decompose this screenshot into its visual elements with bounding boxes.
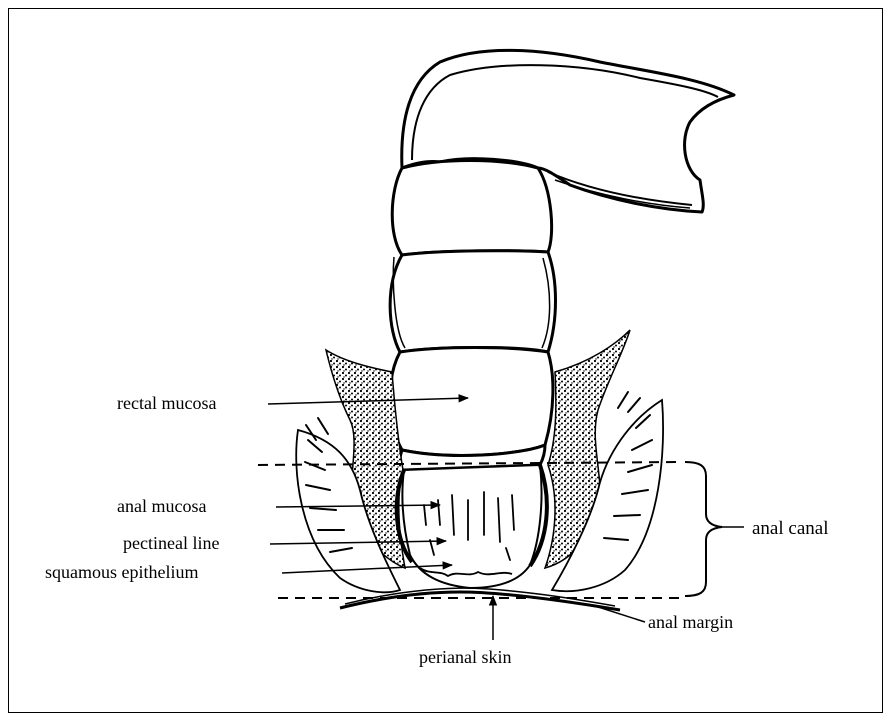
label-rectal-mucosa: rectal mucosa (117, 393, 216, 413)
label-pectineal-line: pectineal line (123, 533, 219, 553)
anal-canal-lining (397, 465, 547, 588)
label-anal-margin: anal margin (648, 612, 733, 632)
label-anal-mucosa: anal mucosa (117, 496, 206, 516)
anal-canal-brace (685, 462, 722, 596)
label-anal-canal: anal canal (752, 518, 828, 539)
rectum (390, 161, 555, 471)
label-squamous-epithelium: squamous epithelium (45, 562, 198, 582)
label-perianal-skin: perianal skin (419, 647, 511, 667)
